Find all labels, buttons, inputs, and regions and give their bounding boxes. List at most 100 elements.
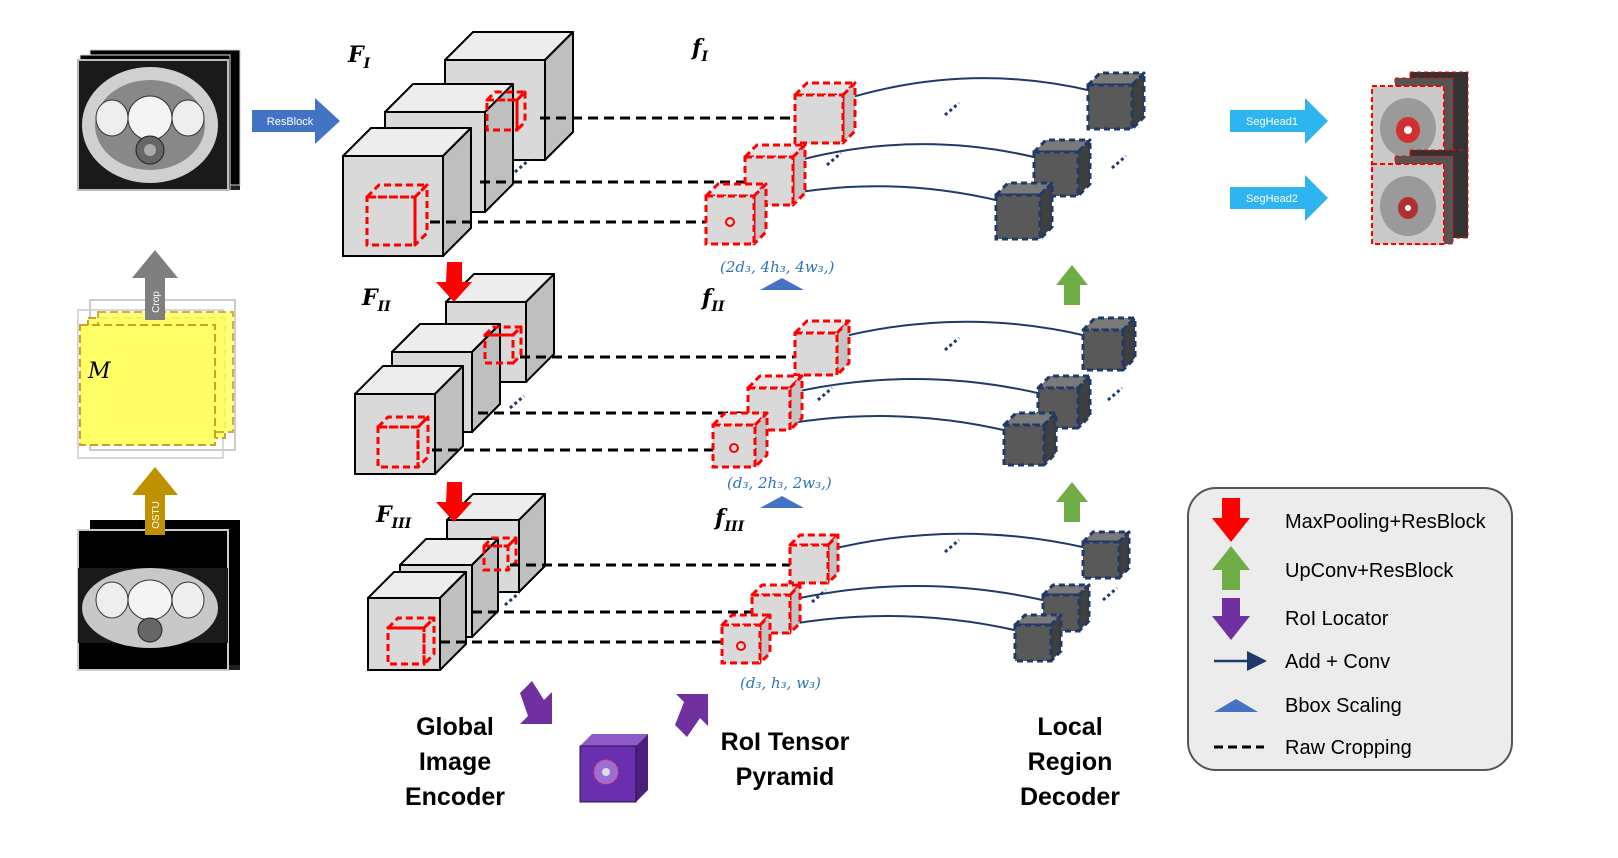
legend: MaxPooling+ResBlock UpConv+ResBlock RoI … [1187,487,1513,771]
decoder-cubes [811,71,1146,663]
roi-locator-arrow-in [520,681,552,724]
svg-text:Local: Local [1037,713,1102,741]
roi-cube-3-2 [750,583,802,635]
decoder-cube-2-2 [1036,374,1092,430]
svg-text:Decoder: Decoder [1020,783,1120,811]
upconv-arrow-1 [1056,265,1088,305]
roi-center-marker-3 [736,641,746,651]
mask-volume: M [77,299,236,459]
legend-roi-locator-icon [1212,598,1250,640]
add-conv-connector-2-1 [832,320,1088,340]
decoder-cube-2-3 [1002,411,1058,467]
seghead2-arrow: SegHead2 [1230,175,1328,221]
seghead1-arrow: SegHead1 [1230,98,1328,144]
add-conv-connector-2-2 [785,378,1043,395]
output-segmentation-1 [1371,71,1469,167]
svg-text:Pyramid: Pyramid [736,763,835,791]
bbox-scale-label-1: (2d₃, 4h₃, 4w₃,) [720,258,834,276]
roi-level-label-1: fI [690,35,708,65]
upconv-arrow-2 [1056,482,1088,522]
bbox-scale-label-3: (d₃, h₃, w₃) [740,674,821,692]
encoder-block-3-3 [367,571,467,671]
encoder-roi-box-3-1 [482,536,518,572]
resblock-arrow: ResBlock [252,98,340,144]
output-segmentation-2 [1371,149,1469,245]
legend-bbox-scaling-label: Bbox Scaling [1285,695,1402,717]
decoder-title: Local Region Decoder [1020,713,1120,811]
bbox-scaling-icon-2 [760,496,804,508]
encoder-roi-box-1-2 [365,183,429,247]
roi-center-marker-1 [725,217,735,227]
encoder-ellipsis-3 [504,591,520,607]
ellipsis-2-3 [1107,386,1123,402]
roi-center-marker-2 [729,443,739,453]
legend-bbox-scaling-icon [1214,699,1258,712]
roi-locator-arrow-out [675,694,708,737]
svg-text:SegHead1: SegHead1 [1246,116,1298,128]
svg-text:Region: Region [1028,748,1113,776]
legend-maxpool-label: MaxPooling+ResBlock [1285,511,1487,533]
svg-text:Encoder: Encoder [405,783,505,811]
roi-cube-1-3 [704,182,768,246]
svg-text:SegHead2: SegHead2 [1246,193,1298,205]
ostu-arrow-label: OSTU [151,501,162,529]
encoder-roi-box-2-2 [376,415,430,469]
maxpool-arrow-2 [436,482,472,522]
roi-cube-3-3 [720,613,772,665]
decoder-cube-1-3 [994,181,1054,241]
svg-text:Global: Global [416,713,494,741]
encoder-level-label-2: FII [361,285,391,315]
encoder-title: Global Image Encoder [405,713,505,811]
roi-cube-2-3 [711,411,769,469]
encoder-ellipsis-1 [514,158,530,174]
ellipsis-2-2 [817,386,833,402]
encoder-level-label-1: FI [347,42,371,72]
input-image-stack-top [77,49,241,191]
encoder-block-1-3 [342,127,472,257]
legend-raw-cropping-label: Raw Cropping [1285,737,1412,759]
mask-label: M [87,359,111,384]
roi-cubes [430,77,1093,665]
roi-tensor-cube [579,734,648,803]
encoder-ellipsis-2 [509,394,525,410]
resblock-arrow-label: ResBlock [267,116,314,128]
decoder-cube-3-3 [1013,613,1063,663]
ellipsis-1-2 [826,151,842,167]
bbox-scaling-icon-1 [760,278,804,290]
bbox-scale-label-2: (d₃, 2h₃, 2w₃,) [727,474,832,492]
legend-roi-locator-label: RoI Locator [1285,608,1389,630]
crop-arrow: Crop [132,250,178,320]
ellipsis-1-3 [1111,154,1127,170]
add-conv-connector-1-2 [788,143,1039,164]
encoder-roi-box-2-1 [483,325,523,365]
ostu-arrow: OSTU [132,467,178,535]
encoder-roi-box-1-1 [485,90,527,132]
encoder-block-2-3 [354,365,464,475]
pyramid-title: RoI Tensor Pyramid [721,728,850,791]
decoder-cube-1-1 [1086,71,1146,131]
crop-arrow-label: Crop [151,291,162,313]
encoder-roi-box-3-2 [386,616,436,666]
input-image-stack-bottom [77,520,240,671]
decoder-cube-3-1 [1081,530,1131,580]
roi-cube-2-1 [793,319,851,377]
ellipsis-3-3 [1102,586,1118,602]
svg-text:Image: Image [419,748,491,776]
legend-upconv-label: UpConv+ResBlock [1285,560,1454,582]
legend-add-conv-label: Add + Conv [1285,651,1390,673]
maxpool-arrow-1 [436,262,472,302]
ellipsis-3-1 [944,538,960,554]
roi-cube-1-1 [793,81,857,145]
legend-upconv-icon [1212,546,1250,590]
decoder-cube-2-1 [1081,316,1137,372]
encoder-level-label-3: FIII [375,502,412,532]
roi-level-label-2: fII [700,285,725,315]
encoder-cubes [342,31,574,671]
add-conv-connector-1-1 [838,77,1093,102]
svg-text:RoI Tensor: RoI Tensor [721,728,850,756]
roi-cube-3-1 [788,533,840,585]
add-conv-connector-3-2 [785,585,1048,602]
ellipsis-1-1 [944,101,960,117]
legend-maxpool-icon [1212,498,1250,542]
